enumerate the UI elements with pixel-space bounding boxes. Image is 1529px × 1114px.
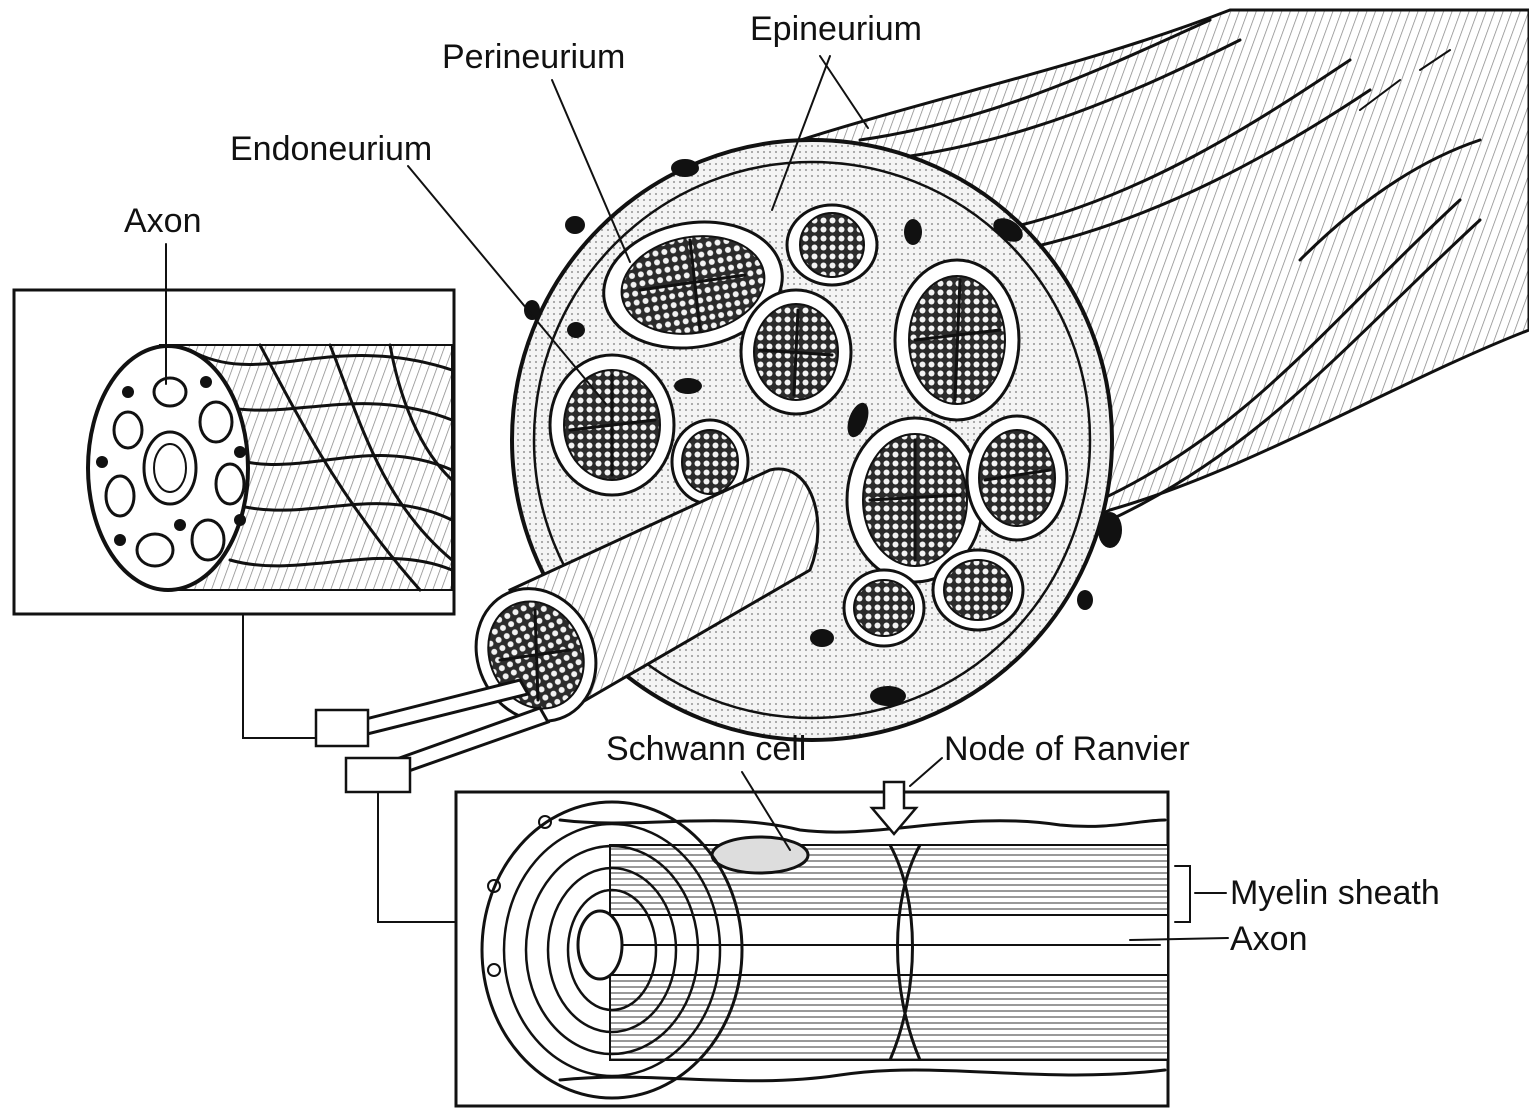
- label-epineurium: Epineurium: [750, 10, 922, 48]
- connectors: [243, 614, 456, 922]
- inset-endoneurium: [14, 290, 454, 614]
- label-schwann-cell: Schwann cell: [606, 730, 806, 768]
- label-perineurium: Perineurium: [442, 38, 625, 76]
- label-myelin-sheath: Myelin sheath: [1230, 874, 1440, 912]
- label-axon-bottom: Axon: [1230, 920, 1308, 958]
- fascicle-5: [550, 355, 674, 495]
- fascicle-9: [844, 570, 924, 646]
- label-axon-top: Axon: [124, 202, 202, 240]
- label-endoneurium: Endoneurium: [230, 130, 432, 168]
- inset-myelin: [456, 782, 1190, 1106]
- fascicle-10: [933, 550, 1023, 630]
- fascicle-2: [787, 205, 877, 285]
- label-node-of-ranvier: Node of Ranvier: [944, 730, 1190, 768]
- fascicle-4: [895, 260, 1019, 420]
- fascicle-3: [741, 290, 851, 414]
- fascicle-8: [967, 416, 1067, 540]
